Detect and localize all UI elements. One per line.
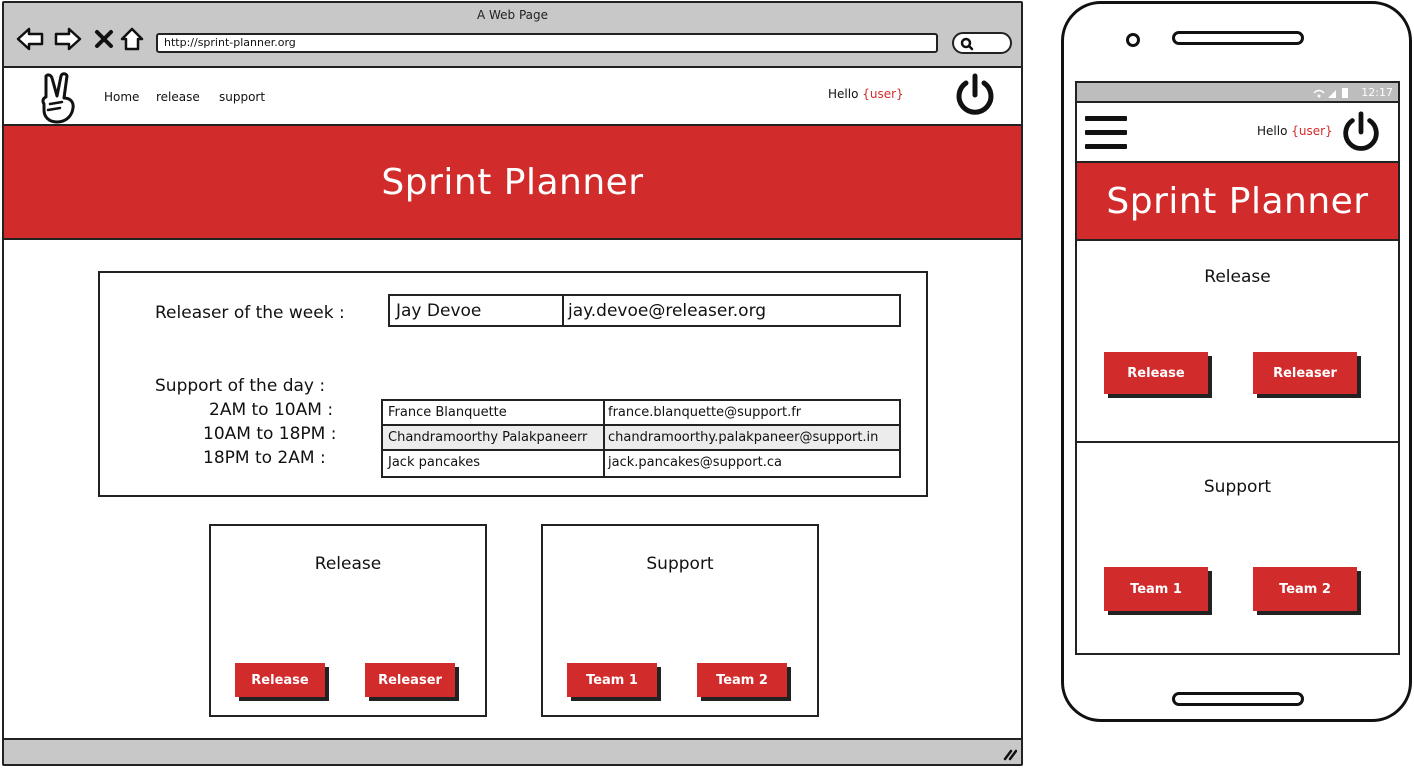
close-icon[interactable] [90, 25, 118, 53]
table-row: France Blanquette france.blanquette@supp… [383, 401, 899, 426]
nav-link-support[interactable]: support [219, 90, 266, 104]
team-2-button[interactable]: Team 2 [697, 663, 787, 697]
support-card-title: Support [646, 554, 714, 574]
support-email: jack.pancakes@support.ca [608, 455, 782, 470]
camera-icon [1126, 33, 1140, 47]
support-name: France Blanquette [383, 401, 605, 424]
home-icon[interactable] [118, 25, 146, 53]
greeting: Hello {user} [828, 87, 904, 101]
release-button[interactable]: Release [235, 663, 325, 697]
window-title: A Web Page [476, 8, 549, 22]
victory-hand-logo-icon[interactable] [38, 72, 78, 124]
table-row: Jack pancakes jack.pancakes@support.ca [383, 451, 899, 476]
shift-time: 10AM to 18PM : [203, 424, 337, 444]
mobile-support-card-title: Support [1203, 477, 1272, 497]
user-placeholder: {user} [862, 87, 904, 101]
mobile-header: Hello {user} [1077, 103, 1398, 163]
forward-icon[interactable] [54, 25, 82, 53]
site-header: Home release support Hello {user} [4, 68, 1021, 126]
browser-chrome: A Web Page http://sprint-planner.org [4, 3, 1021, 68]
support-table: France Blanquette france.blanquette@supp… [381, 399, 901, 478]
search-box[interactable] [952, 32, 1012, 54]
mobile-status-bar: 12:17 [1077, 83, 1398, 103]
release-card-title: Release [314, 554, 382, 574]
speaker-grille [1172, 31, 1304, 45]
releaser-button[interactable]: Releaser [365, 663, 455, 697]
shift-time: 2AM to 10AM : [209, 400, 334, 420]
hero-banner: Sprint Planner [4, 126, 1021, 240]
url-bar[interactable]: http://sprint-planner.org [156, 33, 938, 53]
releaser-name: Jay Devoe [390, 296, 564, 325]
release-card: Release Release Releaser [209, 524, 487, 717]
hamburger-menu-icon[interactable] [1085, 116, 1127, 152]
releaser-label: Releaser of the week : [155, 303, 345, 323]
mobile-team-2-button[interactable]: Team 2 [1253, 567, 1357, 611]
support-label: Support of the day : [155, 376, 326, 396]
support-email: chandramoorthy.palakpaneer@support.in [608, 430, 879, 445]
resize-grip-icon[interactable] [1001, 747, 1017, 761]
mobile-screen: 12:17 Hello {user} Sprint Planner Releas… [1075, 81, 1400, 655]
mobile-release-button[interactable]: Release [1104, 352, 1208, 394]
mobile-hero-banner: Sprint Planner [1077, 163, 1398, 241]
greeting-label: Hello [828, 87, 859, 101]
releaser-table: Jay Devoe jay.devoe@releaser.org [388, 294, 901, 327]
shift-time: 18PM to 2AM : [203, 448, 326, 468]
back-icon[interactable] [16, 25, 44, 53]
team-1-button[interactable]: Team 1 [567, 663, 657, 697]
mobile-release-card: Release Release Releaser [1077, 241, 1398, 443]
mobile-page-title: Sprint Planner [1106, 180, 1369, 222]
support-card: Support Team 1 Team 2 [541, 524, 819, 717]
nav-link-home[interactable]: Home [104, 90, 140, 104]
mobile-support-card: Support Team 1 Team 2 [1077, 443, 1398, 653]
support-name: Chandramoorthy Palakpaneerr [383, 426, 605, 449]
nav-link-release[interactable]: release [156, 90, 200, 104]
greeting-label: Hello [1257, 124, 1288, 138]
signal-battery-icon [1313, 88, 1348, 98]
mobile-greeting: Hello {user} [1257, 124, 1333, 138]
mobile-clock: 12:17 [1361, 86, 1393, 99]
home-button[interactable] [1172, 692, 1304, 706]
mobile-device: 12:17 Hello {user} Sprint Planner Releas… [1061, 1, 1412, 722]
mobile-releaser-button[interactable]: Releaser [1253, 352, 1357, 394]
power-icon[interactable] [1339, 110, 1383, 156]
browser-window: A Web Page http://sprint-planner.org Hom… [2, 1, 1023, 766]
table-row: Chandramoorthy Palakpaneerr chandramoort… [383, 426, 899, 451]
mobile-release-card-title: Release [1204, 267, 1271, 287]
support-email: france.blanquette@support.fr [608, 405, 802, 420]
status-bar [4, 738, 1021, 764]
support-name: Jack pancakes [383, 451, 605, 476]
page-title: Sprint Planner [381, 161, 644, 203]
search-icon [960, 37, 974, 51]
releaser-email: jay.devoe@releaser.org [568, 301, 767, 321]
schedule-panel: Releaser of the week : Jay Devoe jay.dev… [98, 271, 928, 497]
power-icon[interactable] [952, 73, 998, 119]
mobile-team-1-button[interactable]: Team 1 [1104, 567, 1208, 611]
user-placeholder: {user} [1291, 124, 1333, 138]
